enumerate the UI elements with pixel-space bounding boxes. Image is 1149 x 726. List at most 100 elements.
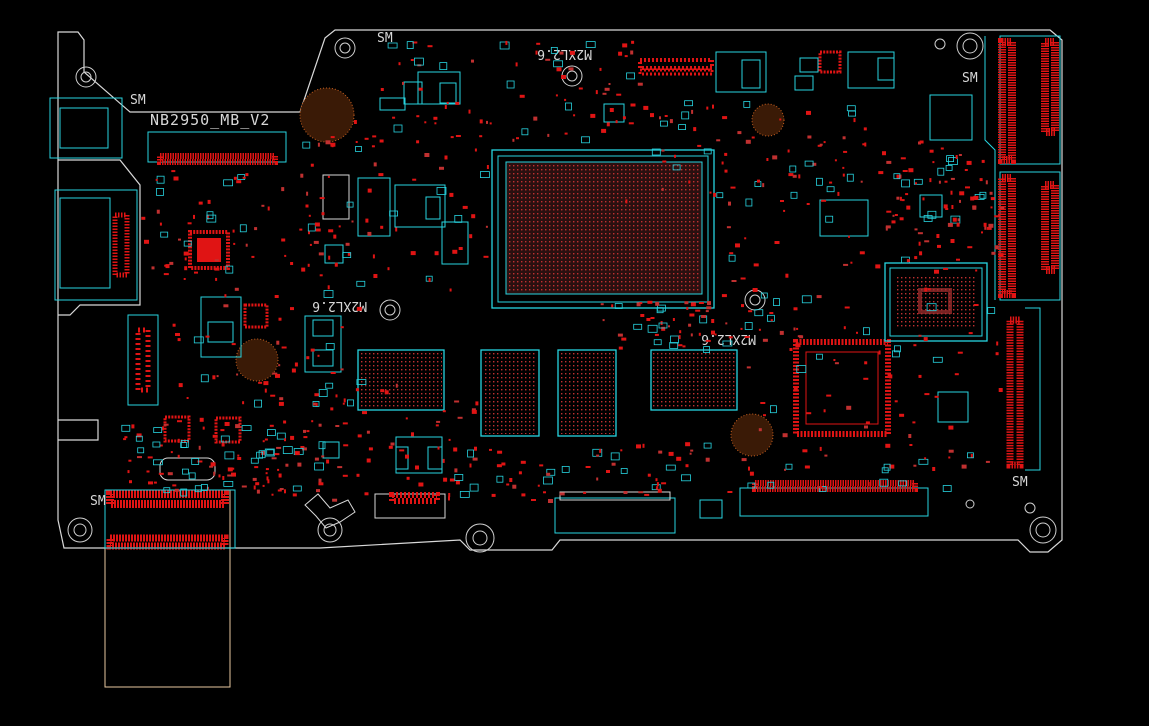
smd-part (894, 345, 901, 353)
smd-part (958, 154, 962, 156)
smd-part (918, 141, 921, 145)
smd-part (181, 468, 189, 475)
smd-part (918, 334, 922, 337)
smd-part (278, 401, 284, 406)
smd-part (314, 222, 320, 227)
smd-part (636, 444, 641, 449)
memory-chips (357, 349, 738, 437)
smd-part (342, 252, 352, 259)
smd-part (735, 243, 740, 248)
smd-part (171, 170, 176, 173)
smd-part (315, 402, 318, 407)
smd-part (318, 441, 326, 450)
smd-part (256, 451, 264, 459)
bottom-connectors (374, 480, 929, 534)
smd-part (222, 476, 225, 480)
smd-part (479, 135, 483, 138)
smd-part (711, 319, 715, 323)
smd-part (236, 373, 239, 376)
smd-part (919, 251, 923, 256)
smd-part (365, 218, 369, 223)
smd-part (472, 457, 478, 461)
smd-part (741, 304, 744, 308)
smd-part (891, 220, 896, 224)
smd-part (254, 466, 259, 469)
smd-part (486, 165, 489, 169)
smd-part (206, 486, 209, 491)
smd-part (940, 147, 944, 150)
smd-part (178, 238, 181, 241)
smd-part (956, 222, 960, 227)
smd-part (789, 348, 793, 351)
smd-part (537, 484, 540, 487)
smd-part (471, 214, 476, 219)
smd-part (585, 41, 596, 48)
smd-part (919, 140, 924, 144)
smd-part (620, 468, 628, 474)
smd-part (314, 462, 325, 471)
smd-part (698, 332, 701, 336)
smd-part (705, 339, 711, 342)
smd-part (801, 295, 812, 304)
smd-part (628, 122, 634, 125)
smd-part (996, 341, 999, 346)
smd-part (156, 187, 164, 196)
smd-part (449, 288, 452, 292)
smd-part (908, 434, 912, 438)
smd-part (682, 345, 686, 348)
smd-part (972, 205, 977, 210)
smd-part (207, 199, 211, 204)
smd-part (256, 489, 260, 494)
smd-part (970, 196, 975, 201)
smd-part (177, 338, 181, 342)
smd-part (282, 446, 293, 455)
smd-part (172, 323, 176, 327)
smd-part (796, 327, 799, 330)
smd-part (209, 465, 214, 468)
smd-part (707, 301, 711, 306)
smd-part (807, 135, 812, 139)
smd-part (212, 434, 218, 438)
mounting-hole-br (1029, 516, 1057, 544)
smd-part (184, 266, 188, 271)
smd-part (535, 50, 538, 55)
ec-chip (793, 339, 891, 437)
smd-part (879, 478, 889, 487)
smd-part (906, 259, 910, 263)
smd-part (546, 472, 551, 476)
smd-part (837, 191, 840, 196)
smd-part (875, 264, 881, 269)
mxl-label-left: M2XL2.6 (312, 298, 367, 313)
mounting-holes (67, 32, 1057, 553)
smd-part (691, 109, 694, 114)
sm-marker-4: SM (90, 494, 106, 509)
smd-part (783, 209, 786, 212)
smd-part (655, 301, 660, 306)
smd-part (762, 338, 768, 342)
smd-part (267, 206, 270, 211)
smd-part (321, 212, 325, 216)
smd-part (983, 222, 987, 227)
smd-part (163, 273, 169, 276)
smd-part (355, 146, 362, 152)
smd-part (454, 468, 458, 473)
smd-part (685, 464, 689, 468)
smd-part (863, 127, 867, 131)
smd-part (155, 178, 158, 181)
smd-part (220, 429, 225, 432)
smd-part (826, 394, 832, 397)
smd-part (307, 223, 316, 232)
smd-part (308, 214, 311, 217)
smd-part (479, 171, 490, 179)
smd-part (284, 254, 287, 257)
smd-part (748, 466, 750, 471)
smd-part (934, 395, 939, 398)
copper-pours (235, 87, 785, 457)
smd-part (170, 451, 173, 454)
smd-part (489, 122, 492, 125)
smd-part (965, 186, 970, 189)
smd-part (245, 243, 248, 247)
smd-part (186, 397, 189, 399)
smd-part (471, 409, 477, 414)
